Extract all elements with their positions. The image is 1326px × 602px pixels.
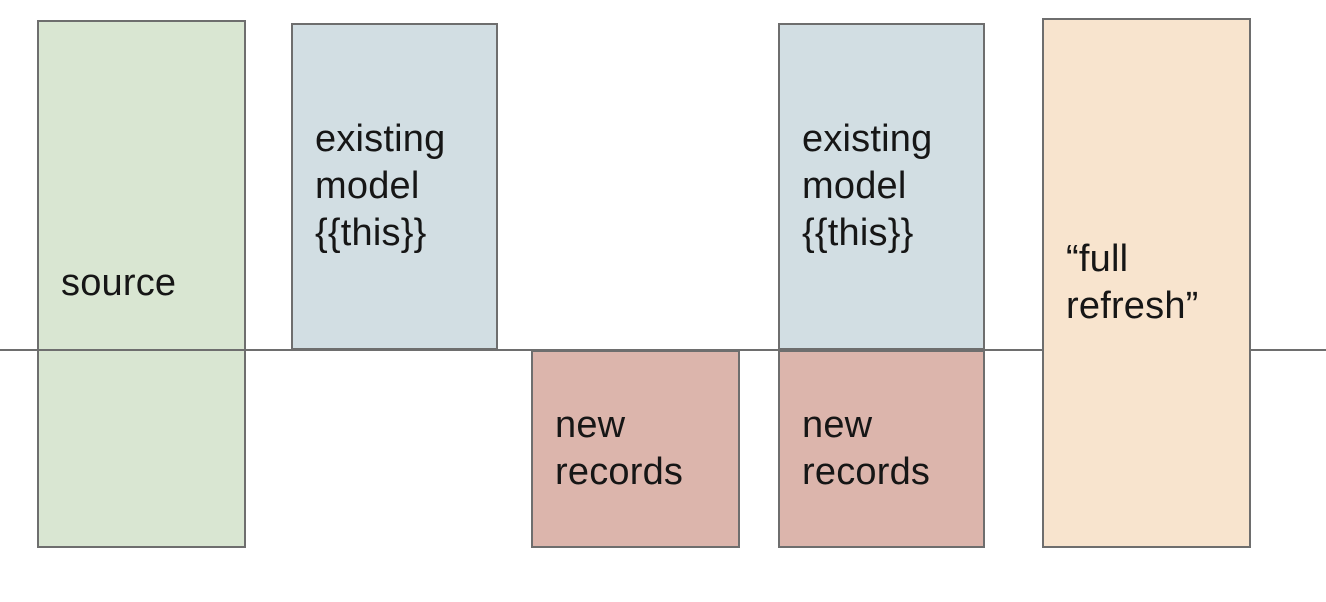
full-refresh-box: “full refresh” xyxy=(1042,18,1251,548)
new-records-box-right: new records xyxy=(778,350,985,548)
existing-model-box-left: existing model {{this}} xyxy=(291,23,498,350)
new-records-label-right: new records xyxy=(802,403,931,493)
existing-model-label-right: existing model {{this}} xyxy=(802,117,933,255)
source-label: source xyxy=(61,262,177,305)
new-records-box-left: new records xyxy=(531,350,740,548)
timeline-divider xyxy=(0,349,1326,351)
existing-model-box-right: existing model {{this}} xyxy=(778,23,985,350)
full-refresh-label: “full refresh” xyxy=(1066,237,1199,327)
new-records-label-left: new records xyxy=(555,403,684,493)
existing-model-label-left: existing model {{this}} xyxy=(315,117,446,255)
source-box: source xyxy=(37,20,246,548)
